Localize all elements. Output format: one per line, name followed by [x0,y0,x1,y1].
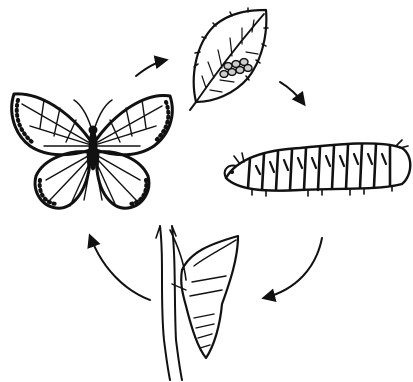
butterfly-icon [12,94,173,208]
chrysalis-icon [156,226,238,380]
arrow-egg-to-larva [280,82,304,104]
leaf-with-eggs-icon [190,8,268,110]
arrow-larva-to-pupa [264,238,322,298]
arrow-adult-to-egg [136,60,166,76]
cycle-arrows [90,60,322,300]
caterpillar-icon [225,140,411,196]
arrow-pupa-to-adult [90,236,150,300]
